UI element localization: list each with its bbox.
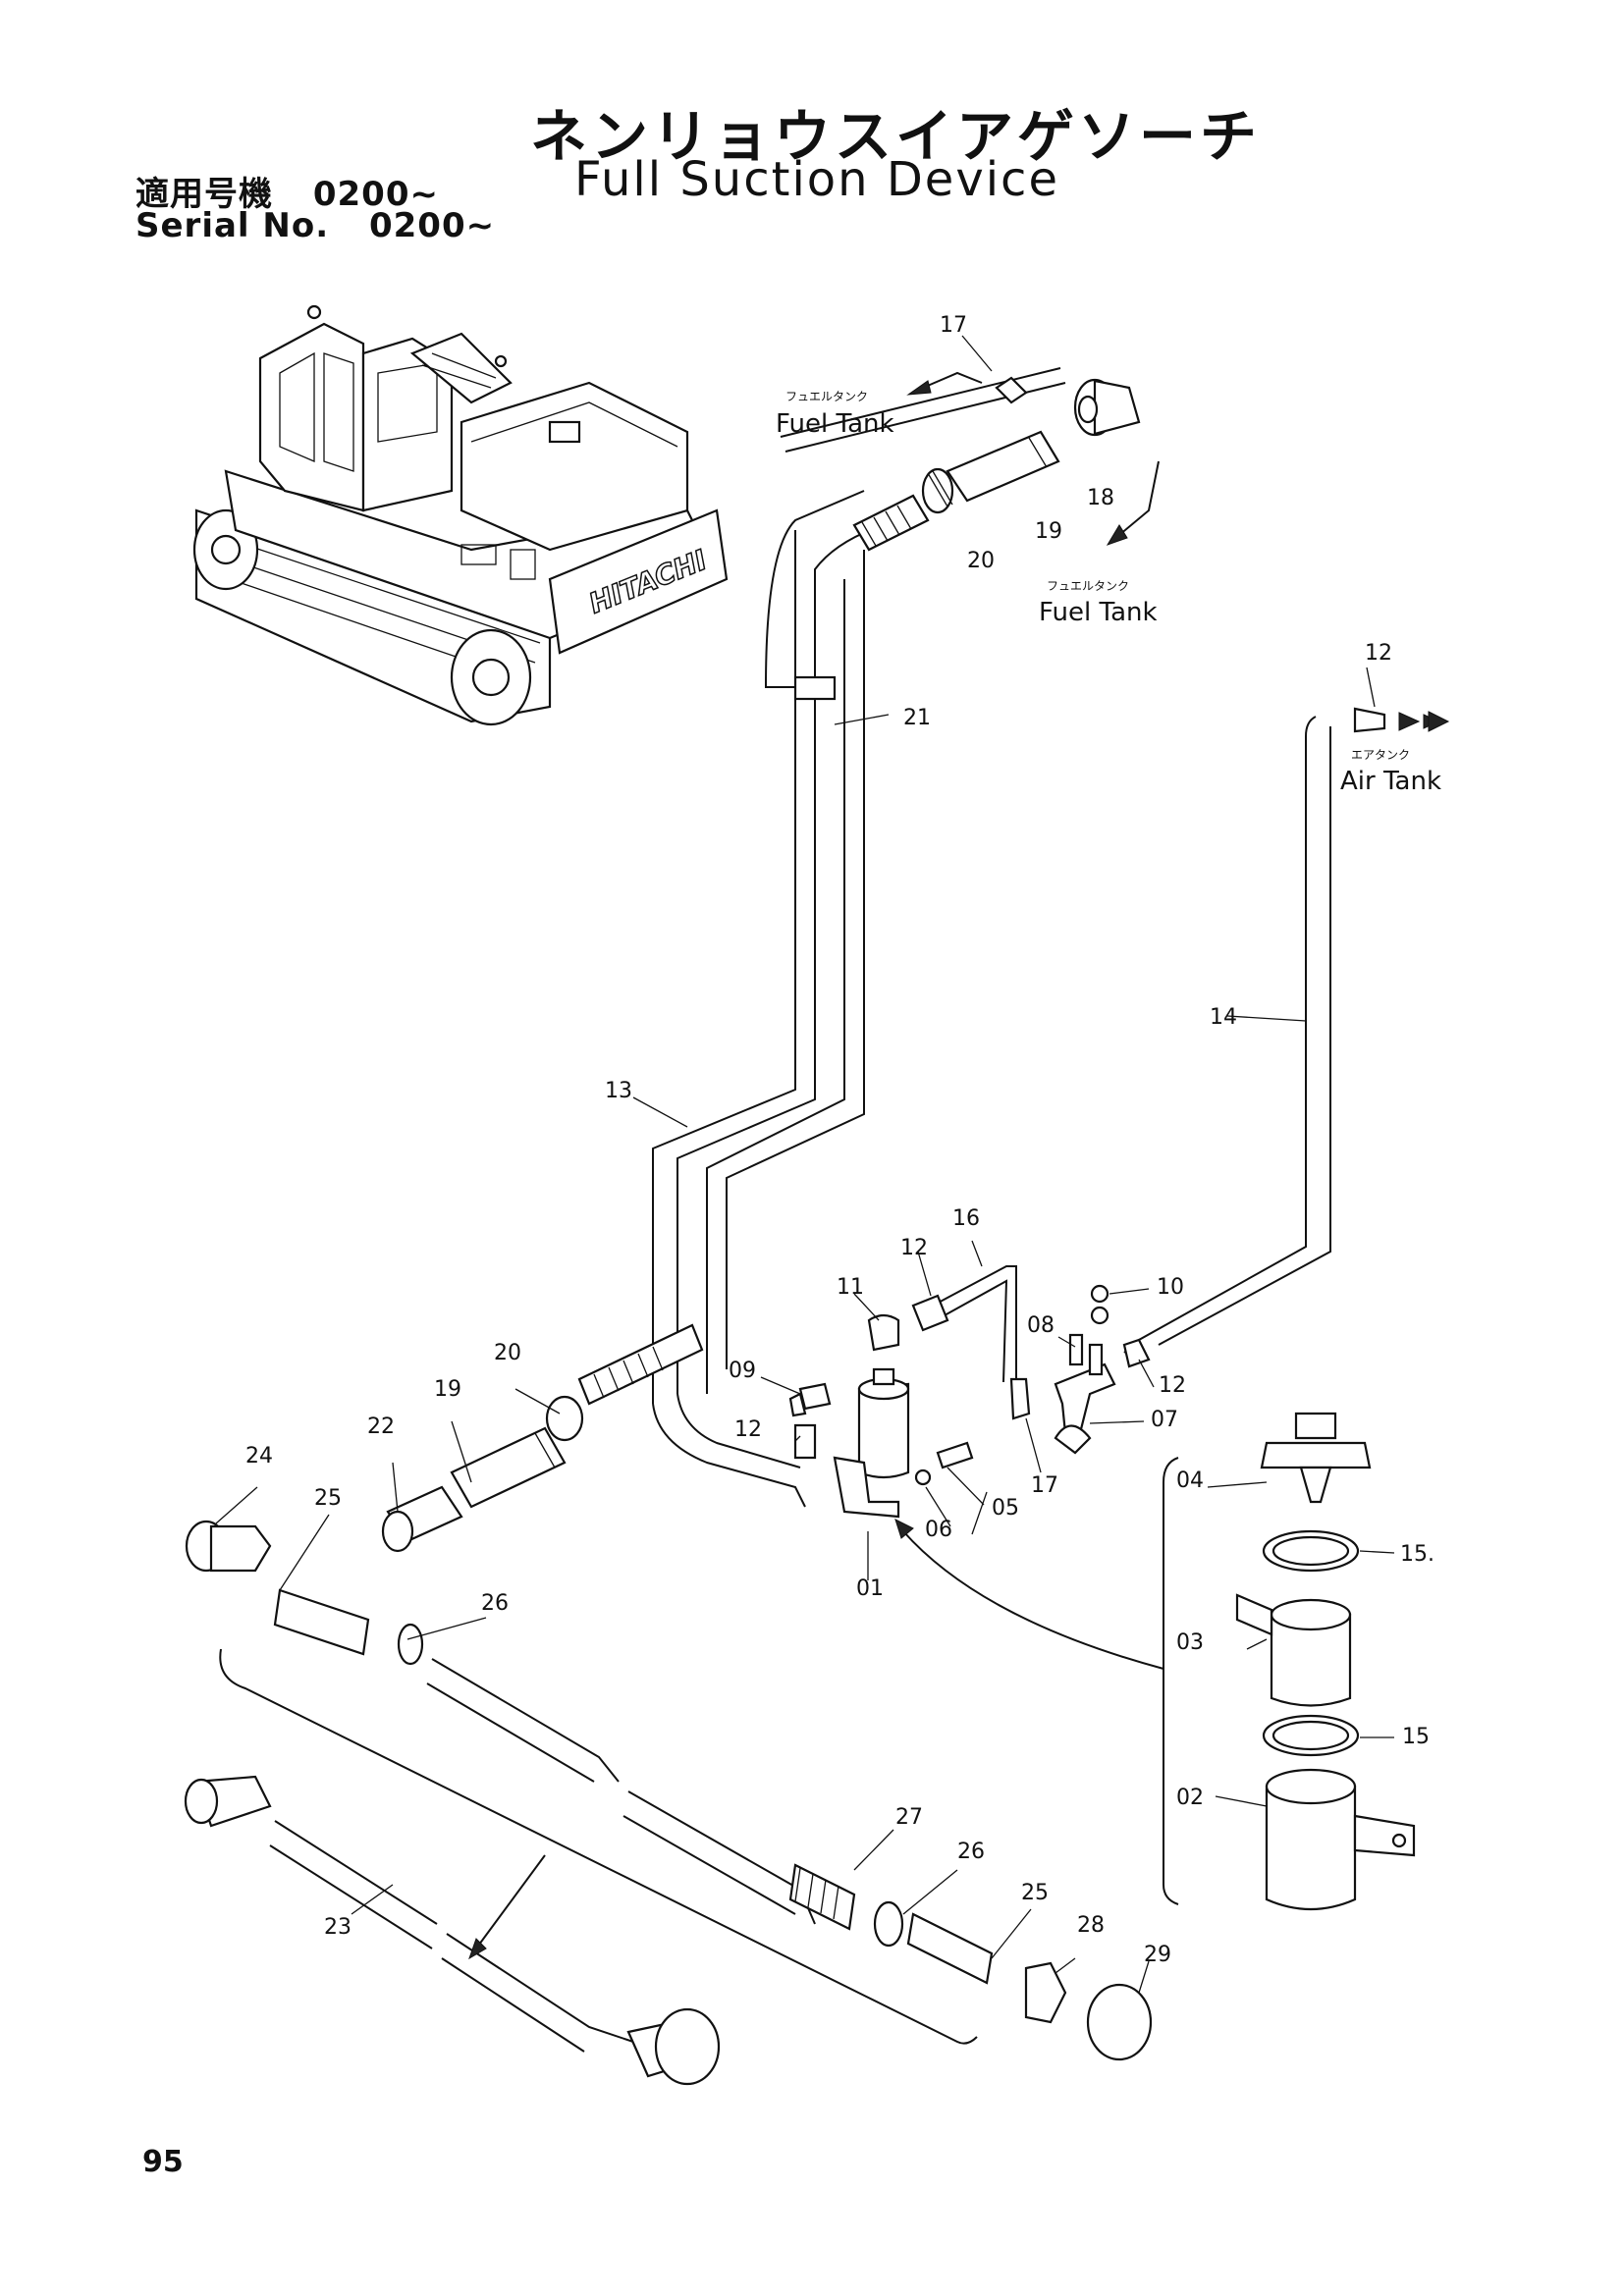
part-label: 17 [940,313,967,338]
part-label: 29 [1144,1943,1171,1967]
serial-label-english: Serial No. [135,206,330,245]
part-label: 12 [1159,1373,1186,1398]
serial-value-english: 0200~ [368,206,496,245]
part-label: 15. [1400,1542,1434,1567]
air-line-14 [1123,707,1440,1354]
serial-label-japanese: 適用号機 [135,175,273,214]
lower-hose-assembly [184,1520,1153,2086]
part-label: 05 [992,1496,1019,1521]
part-label: 13 [605,1079,632,1103]
center-fittings [788,1284,1151,1519]
part-labels: 17 18 19 20 21 12 14 13 16 12 11 10 08 0… [245,313,1434,1967]
fuel-tank-top-en: Fuel Tank [776,409,894,439]
part-label: 20 [967,549,995,573]
part-label: 26 [481,1591,509,1616]
fuel-tank-top-jp: フュエルタンク [785,390,868,403]
serial-line-japanese: 適用号機 0200~ [135,167,439,215]
part-label: 06 [925,1518,952,1542]
leader-lines [215,335,1395,1994]
fuel-tank-right-en: Fuel Tank [1039,598,1158,627]
part-label: 19 [1035,519,1062,544]
part-label: 01 [856,1576,884,1601]
part-label: 19 [434,1377,461,1402]
part-label: 18 [1087,486,1114,510]
title-english: Full Suction Device [574,152,1059,207]
part-label: 12 [1365,641,1392,666]
part-label: 08 [1027,1313,1055,1338]
part-label: 27 [895,1805,923,1830]
part-label: 20 [494,1341,521,1365]
part-label: 16 [952,1206,980,1231]
air-tank-jp: エアタンク [1351,748,1410,762]
part-label: 17 [1031,1473,1058,1498]
serial-line-english: Serial No. 0200~ [135,206,495,245]
suction-hose-13-21 [577,490,930,1508]
serial-value-japanese: 0200~ [312,175,439,214]
destination-arrows [906,371,1450,732]
part-label: 23 [324,1915,352,1940]
line-16 [932,1265,1017,1384]
page-number: 95 [142,2145,184,2179]
part-label: 11 [837,1275,864,1300]
part-label: 25 [1021,1881,1049,1905]
part-label: 28 [1077,1913,1105,1938]
part-label: 10 [1157,1275,1184,1300]
part-label: 12 [900,1236,928,1260]
title-japanese: ネンリョウスイアゲソーチ [530,103,1262,170]
part-label: 04 [1176,1468,1204,1493]
part-label: 03 [1176,1630,1204,1655]
left-fittings [381,1395,584,1553]
part-label: 25 [314,1486,342,1511]
part-label: 24 [245,1444,273,1468]
excavator-illustration: HITACHI [192,304,729,726]
part-label: 26 [957,1840,985,1864]
part-label: 12 [734,1417,762,1442]
air-tank-en: Air Tank [1340,767,1441,796]
part-label: 22 [367,1415,395,1439]
part-label: 21 [903,706,931,730]
part-label: 02 [1176,1786,1204,1810]
filter-stack [894,1412,1416,1911]
part-label: 15 [1402,1725,1430,1749]
fuel-tank-right-jp: フュエルタンク [1047,579,1129,593]
part-label: 07 [1151,1408,1178,1432]
part-label: 09 [729,1359,756,1383]
part-label: 14 [1210,1005,1237,1030]
top-fittings [780,367,1141,514]
